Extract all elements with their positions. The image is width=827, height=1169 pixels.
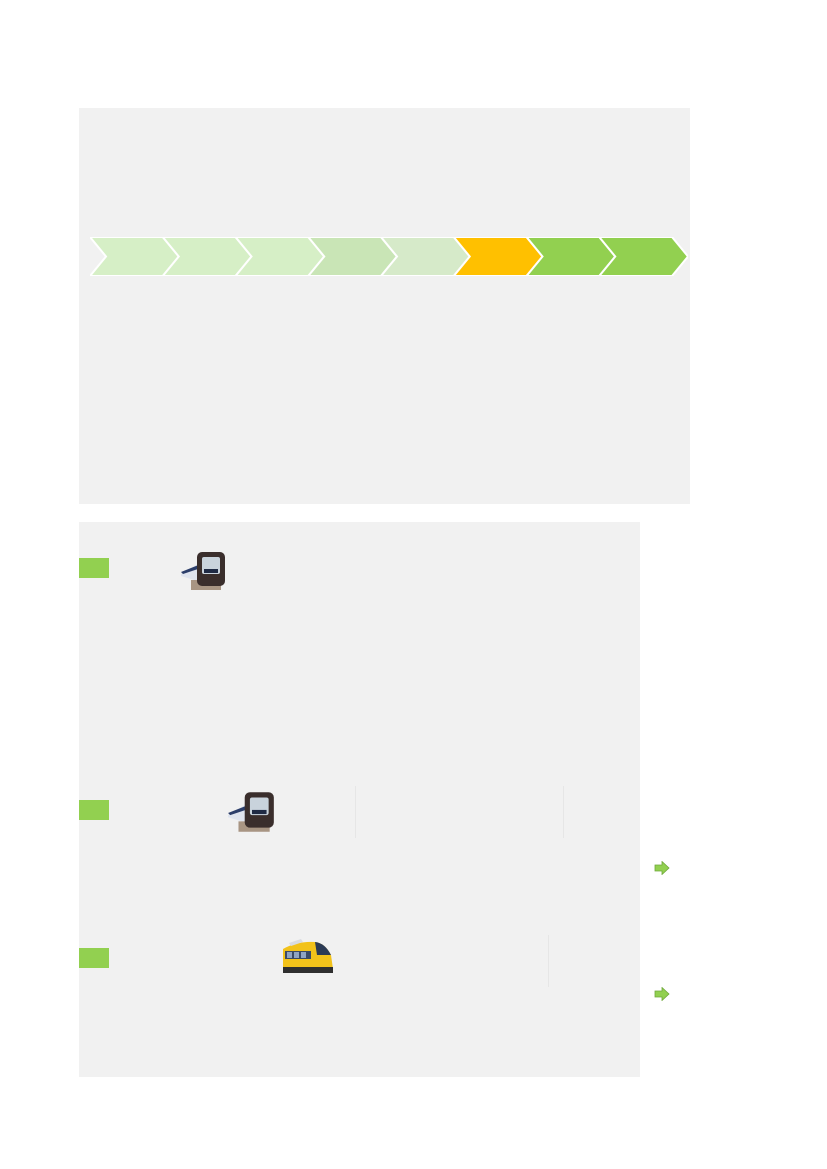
green-arrow-right-icon[interactable] <box>654 860 670 876</box>
metro-train-front-icon <box>226 790 278 839</box>
process-chevron-bar <box>90 237 688 276</box>
green-arrow-right-icon[interactable] <box>654 986 670 1002</box>
sections-panel <box>79 522 640 1077</box>
yellow-tram-icon <box>279 939 335 982</box>
process-step-chevron-7 <box>525 237 617 276</box>
section-marker <box>79 800 109 820</box>
process-panel <box>79 108 690 504</box>
divider <box>548 935 549 987</box>
section-marker <box>79 948 109 968</box>
section-marker <box>79 558 109 578</box>
process-step-chevron-3 <box>234 237 326 276</box>
process-step-chevron-4 <box>306 237 399 276</box>
process-step-chevron-6 <box>452 237 544 276</box>
process-step-chevron-8 <box>597 237 688 276</box>
divider <box>355 786 356 838</box>
metro-train-front-icon <box>179 550 229 597</box>
divider <box>563 786 564 838</box>
chevron-bar-graphic <box>90 237 688 276</box>
process-step-chevron-2 <box>161 237 253 276</box>
process-step-chevron-1 <box>90 237 181 276</box>
process-step-chevron-5 <box>379 237 472 276</box>
